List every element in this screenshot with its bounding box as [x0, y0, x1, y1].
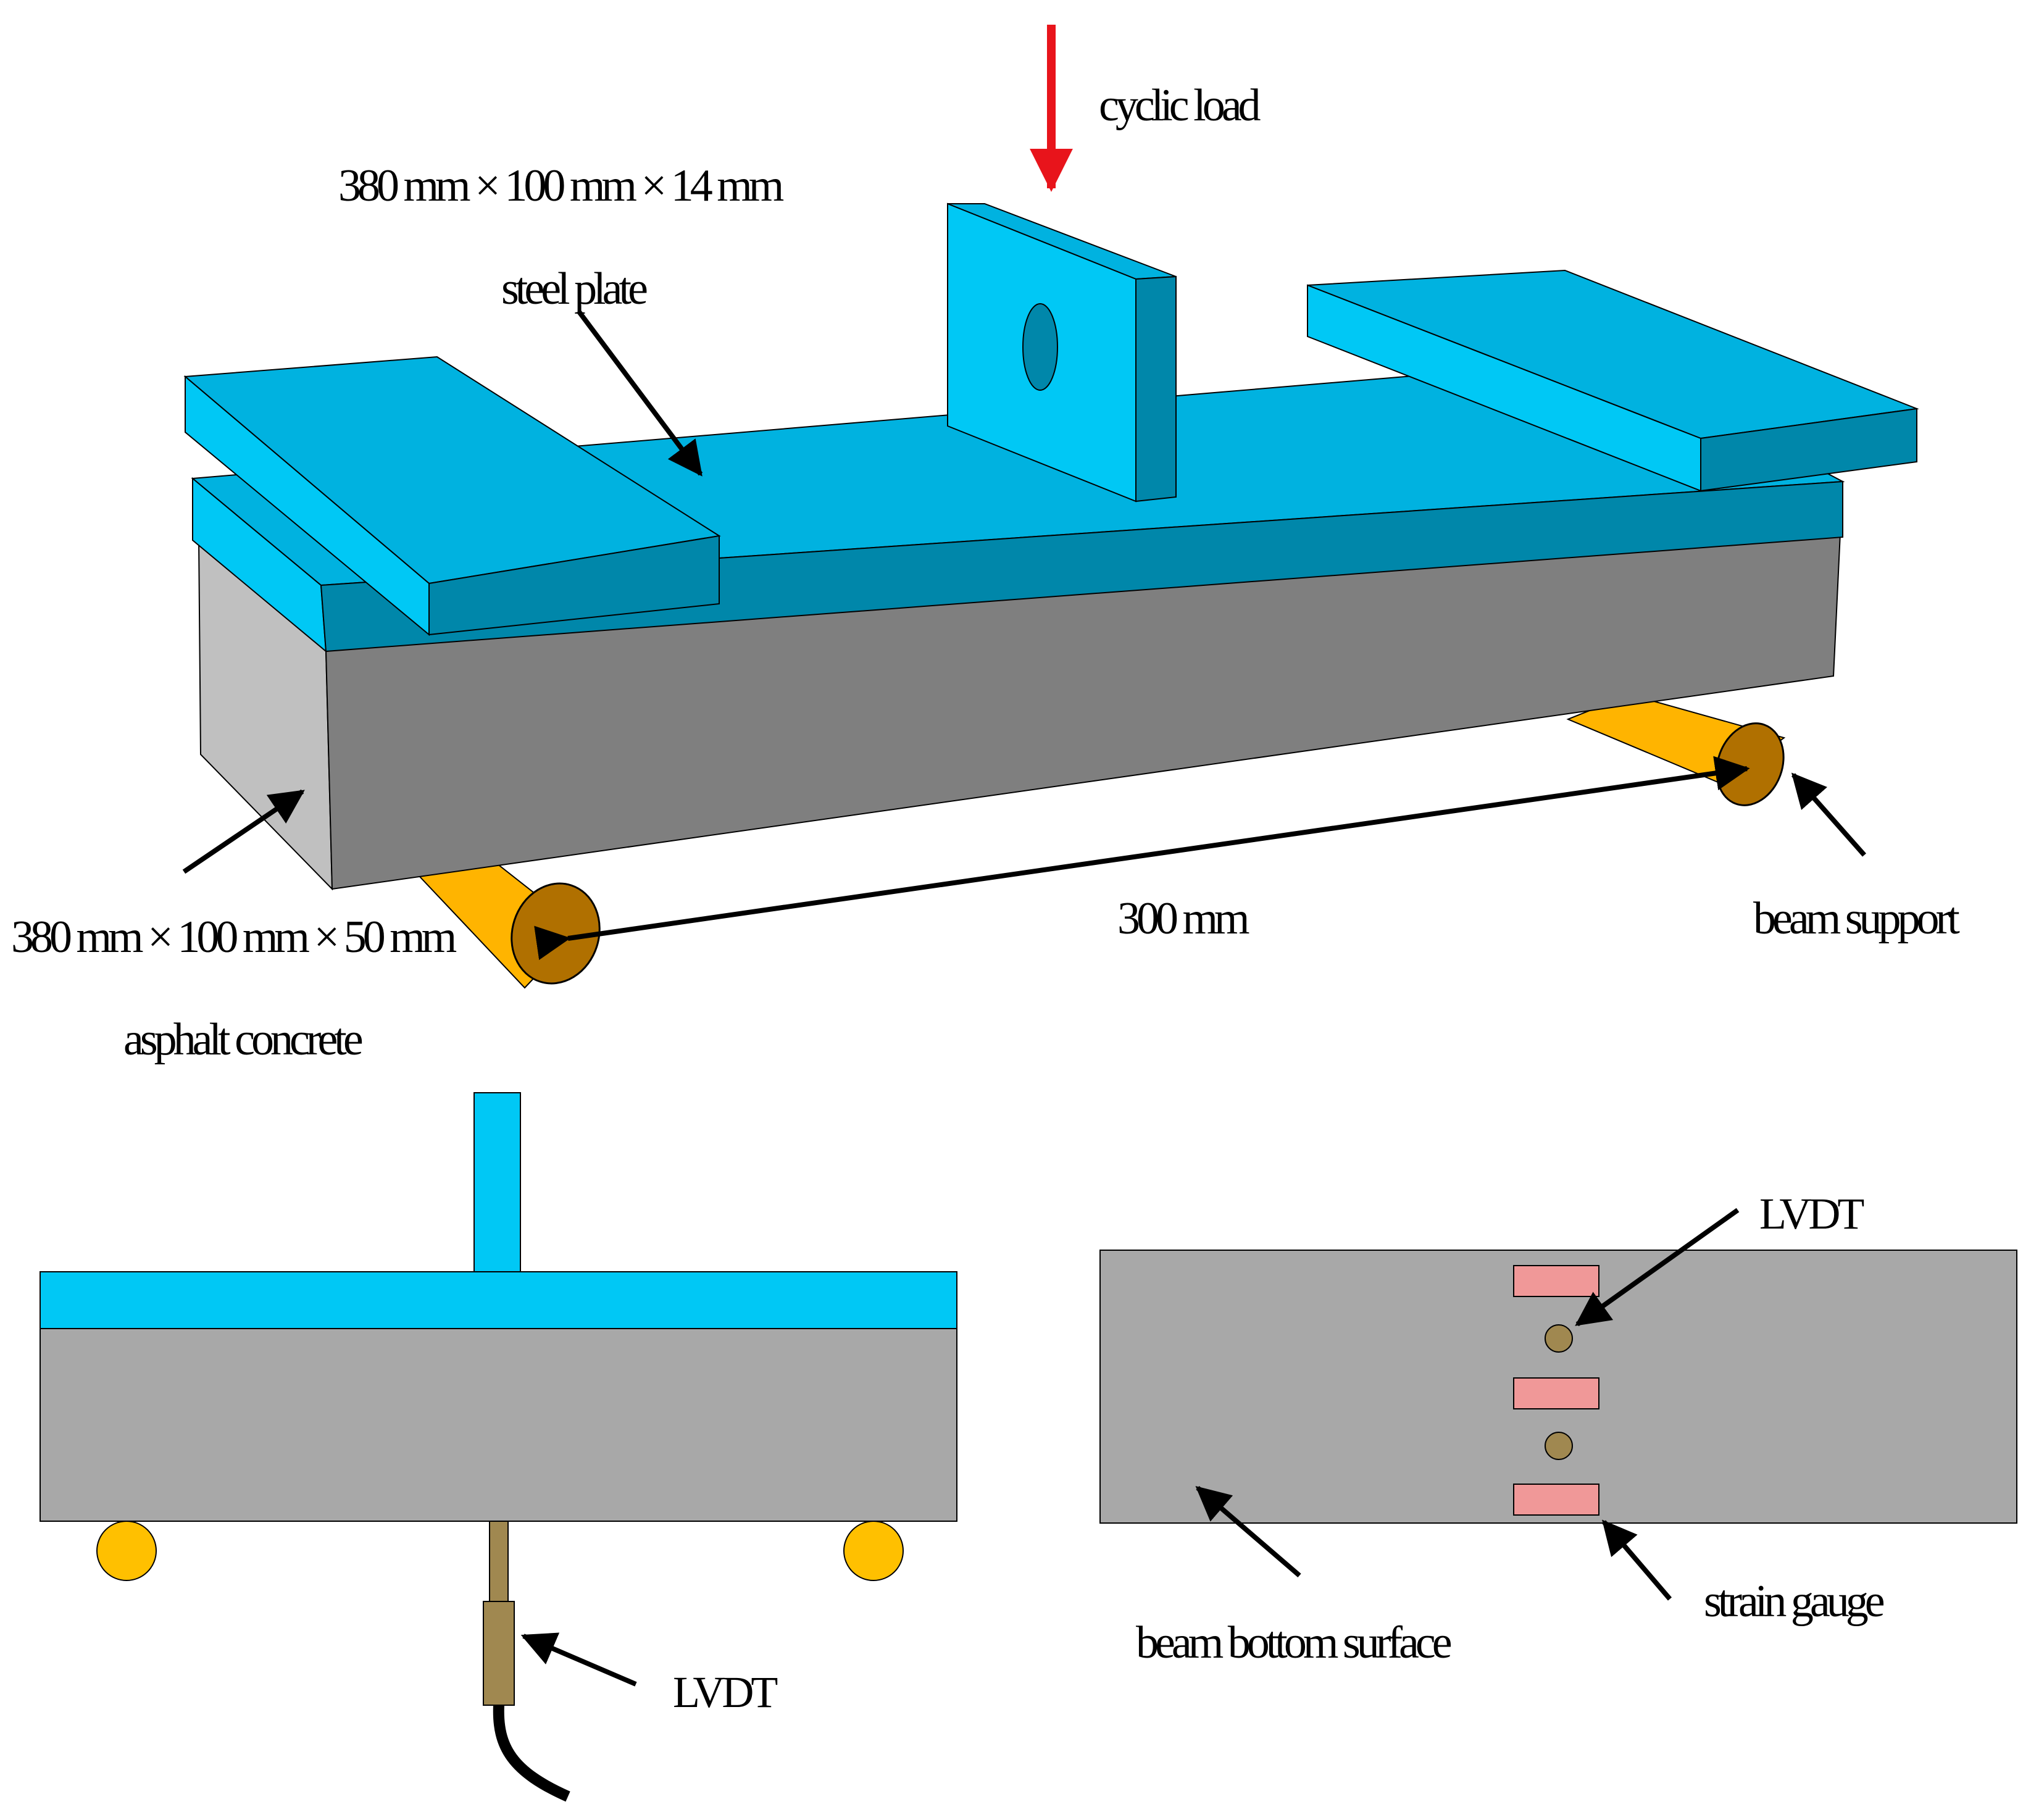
lvdt-bottom-arrow [1575, 1208, 1740, 1327]
asphalt-concrete-label: asphalt concrete [123, 1014, 362, 1065]
bottom-surface-arrow [1195, 1485, 1301, 1578]
lvdt-point-1 [1545, 1324, 1573, 1353]
span-dimension-arrow [534, 756, 1750, 961]
lvdt-rod [489, 1521, 509, 1602]
beam-support-label: beam support [1753, 893, 1960, 944]
load-hole [1022, 303, 1058, 391]
beam-bottom-surface-label: beam bottom surface [1136, 1618, 1451, 1668]
lvdt-bottom-label: LVDT [1759, 1189, 1864, 1238]
rear-support-roller [1566, 693, 1786, 806]
span-label: 300 mm [1117, 893, 1249, 944]
bottom-view: LVDT strain gauge beam bottom surface [1099, 1189, 2017, 1668]
strain-gauge-bottom [1513, 1484, 1599, 1516]
lvdt-body [483, 1601, 515, 1706]
side-asphalt-beam [40, 1328, 957, 1522]
plate-dimensions-label: 380 mm × 100 mm × 14 mm [338, 161, 784, 211]
beam-support-arrow [1791, 772, 1866, 857]
vertical-loading-plate [947, 202, 1177, 503]
lvdt-cable [493, 1705, 570, 1802]
strain-gauge-top [1513, 1265, 1599, 1297]
lvdt-side-label: LVDT [673, 1668, 777, 1717]
side-support-left [96, 1521, 157, 1581]
strain-gauge-middle [1513, 1377, 1599, 1409]
side-support-right [843, 1521, 904, 1581]
left-loading-plate [183, 356, 721, 637]
steel-plate-label: steel plate [501, 264, 647, 314]
strain-gauge-label: strain gauge [1704, 1576, 1884, 1627]
side-vertical-plate [473, 1092, 521, 1272]
isometric-view: cyclic load 380 mm × 100 mm × 14 mm stee… [11, 25, 1964, 1065]
side-view: LVDT [40, 1092, 957, 1802]
cyclic-load-label: cyclic load [1099, 80, 1261, 131]
beam-dimensions-label: 380 mm × 100 mm × 50 mm [11, 912, 457, 962]
right-loading-plate [1307, 269, 1919, 492]
strain-gauge-arrow [1601, 1519, 1672, 1601]
side-steel-plate [40, 1271, 957, 1329]
lvdt-side-arrow [520, 1632, 637, 1687]
steel-plate-arrow [577, 310, 703, 477]
asphalt-arrow [182, 789, 305, 874]
lvdt-point-2 [1545, 1432, 1573, 1460]
